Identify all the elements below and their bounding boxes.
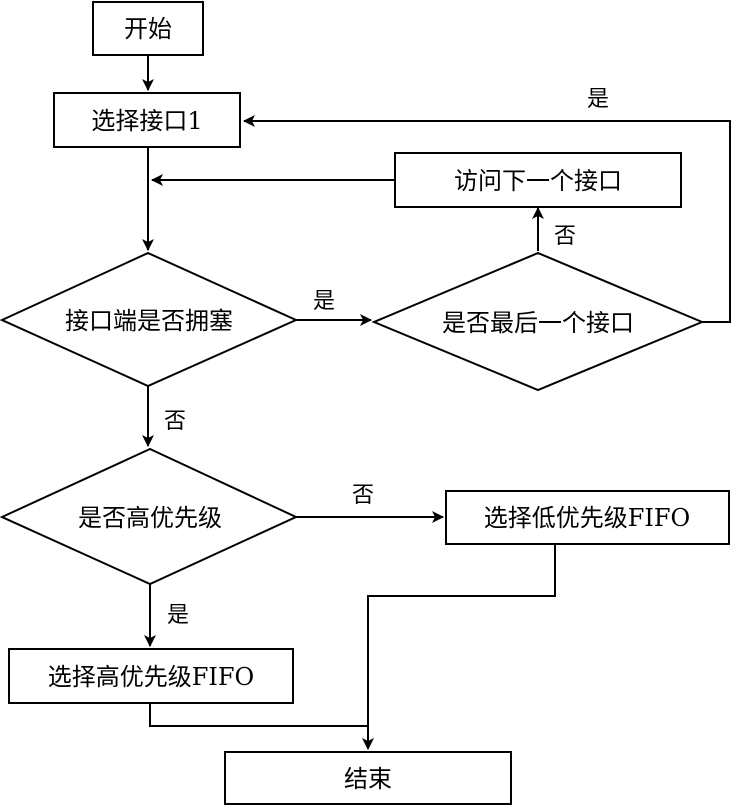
node-end: 结束 <box>224 751 512 805</box>
decision-congested-label: 接口端是否拥塞 <box>65 307 233 335</box>
node-visit-next-interface-label: 访问下一个接口 <box>454 167 622 195</box>
node-select-interface-1-label: 选择接口1 <box>91 107 202 135</box>
edge-label-last-no: 否 <box>554 224 576 249</box>
edge-label-high-yes: 是 <box>167 603 189 628</box>
node-start: 开始 <box>92 1 204 56</box>
edge-high-fifo-to-end <box>149 703 368 727</box>
decision-congested: 接口端是否拥塞 <box>0 251 299 388</box>
node-select-low-priority-fifo: 选择低优先级FIFO <box>445 490 730 545</box>
edge-low-fifo-to-end <box>362 544 556 750</box>
edge-label-high-no: 否 <box>352 483 374 508</box>
decision-last-interface: 是否最后一个接口 <box>371 251 705 392</box>
edge-label-congested-yes: 是 <box>313 289 335 314</box>
decision-high-priority: 是否高优先级 <box>0 447 299 586</box>
decision-last-interface-label: 是否最后一个接口 <box>442 309 634 337</box>
node-select-high-priority-fifo-label: 选择高优先级FIFO <box>48 663 254 691</box>
edge-label-congested-no: 否 <box>164 409 186 434</box>
node-start-label: 开始 <box>124 15 172 43</box>
node-visit-next-interface: 访问下一个接口 <box>394 152 682 208</box>
edge-label-last-yes: 是 <box>587 87 609 112</box>
node-select-high-priority-fifo: 选择高优先级FIFO <box>8 648 294 704</box>
node-end-label: 结束 <box>344 765 392 793</box>
edge-last-yes-to-select <box>243 115 731 323</box>
node-select-interface-1: 选择接口1 <box>53 92 241 148</box>
node-select-low-priority-fifo-label: 选择低优先级FIFO <box>484 504 690 532</box>
decision-high-priority-label: 是否高优先级 <box>78 504 222 532</box>
